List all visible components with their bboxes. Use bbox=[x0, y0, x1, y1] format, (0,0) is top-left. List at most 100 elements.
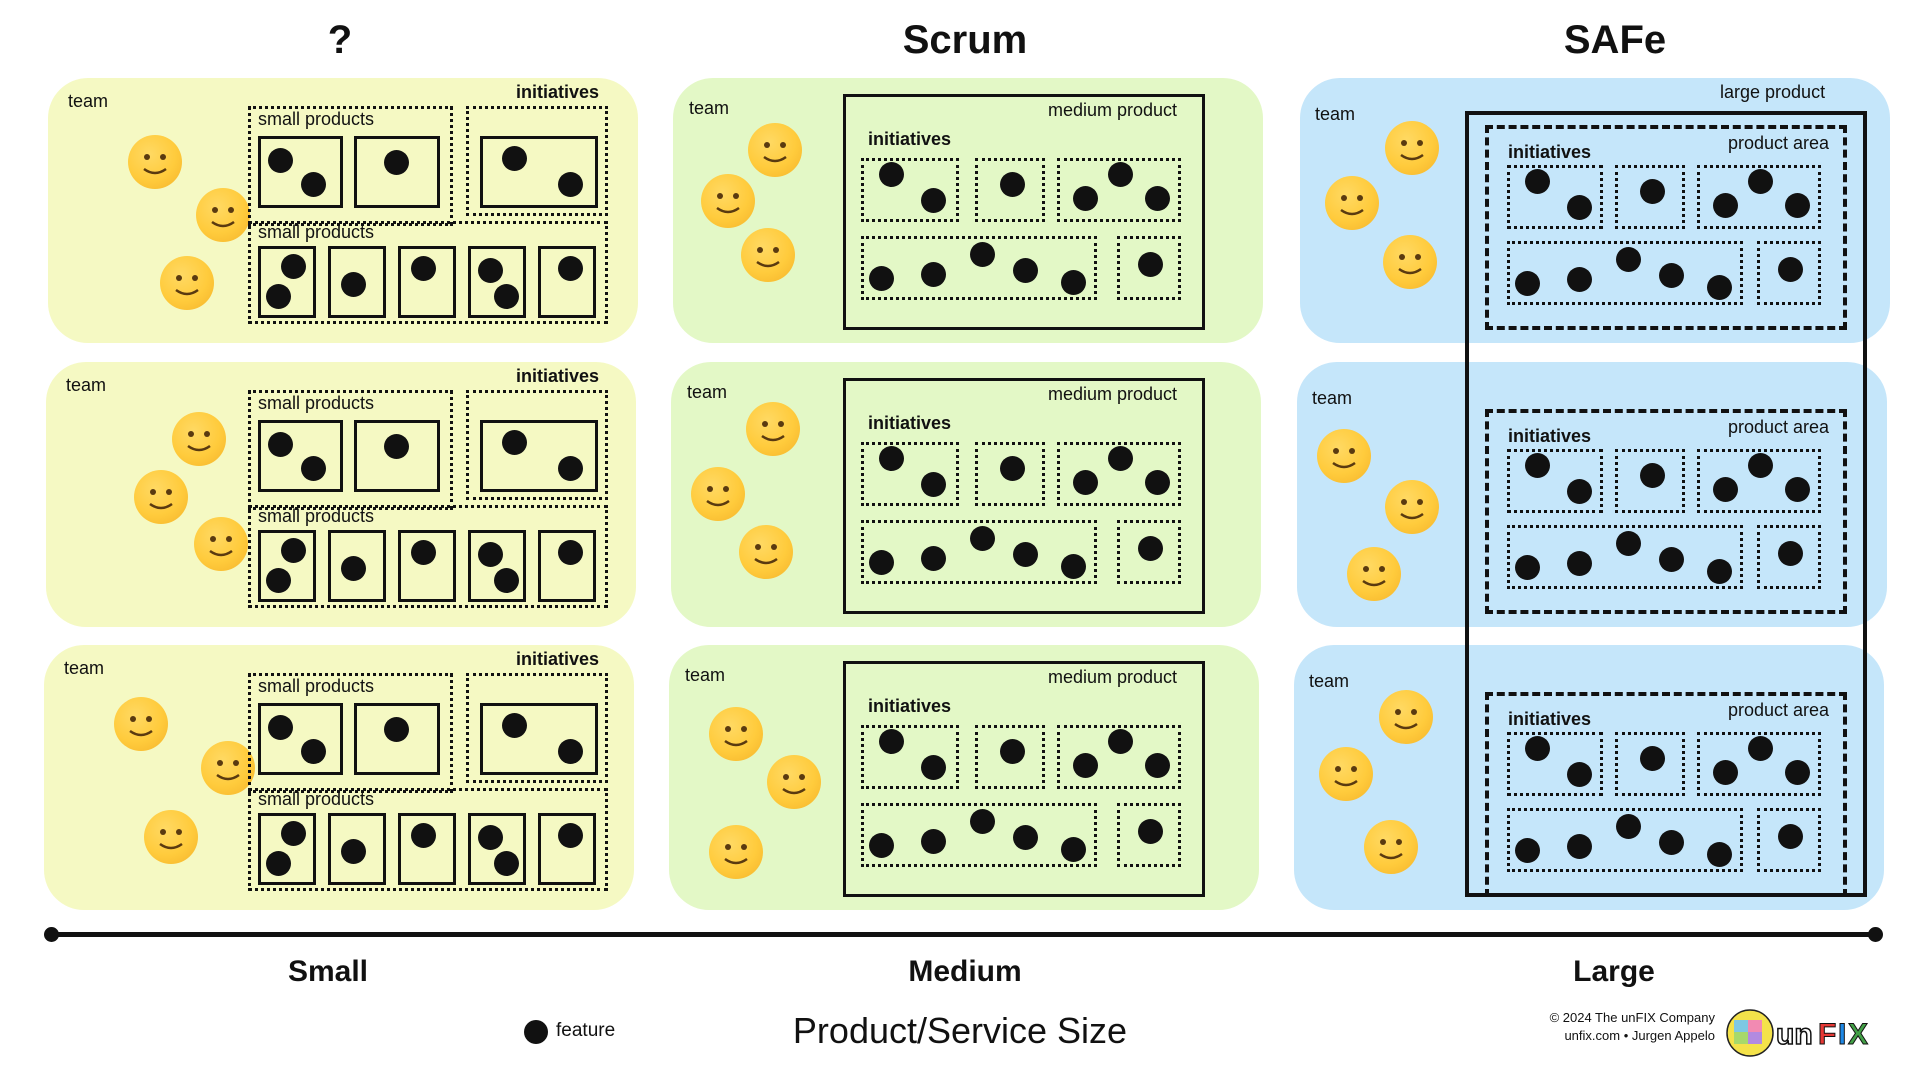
size-axis bbox=[50, 932, 1880, 937]
initiative-small-products bbox=[248, 788, 608, 891]
smiling-blush-face-icon bbox=[201, 741, 255, 795]
large-product-frame bbox=[1465, 111, 1867, 897]
product-area-frame bbox=[1485, 125, 1847, 330]
feature-dot bbox=[1525, 453, 1550, 478]
feature-dot bbox=[502, 430, 527, 455]
team-label: team bbox=[68, 91, 109, 111]
initiative-box bbox=[466, 390, 608, 500]
beaming-face-icon bbox=[114, 697, 168, 751]
initiative-box bbox=[1117, 520, 1181, 584]
team-panel-small bbox=[44, 645, 634, 910]
initiative-box bbox=[975, 158, 1045, 222]
initiative-box bbox=[1507, 449, 1603, 513]
feature-dot bbox=[1616, 531, 1641, 556]
unfix-link[interactable]: unfix.com bbox=[1564, 1028, 1621, 1043]
feature-dot bbox=[1778, 824, 1803, 849]
feature-dot bbox=[1145, 470, 1170, 495]
grinning-sweat-face-icon bbox=[196, 188, 250, 242]
copyright-text: © 2024 The unFIX Company bbox=[1549, 1010, 1715, 1025]
small-product bbox=[258, 813, 316, 885]
neutral-face-icon bbox=[691, 467, 745, 521]
small-product bbox=[328, 530, 386, 602]
feature-dot bbox=[1785, 477, 1810, 502]
initiative-box bbox=[1507, 165, 1603, 229]
axis-label-small: Small bbox=[287, 955, 369, 988]
team-label: team bbox=[66, 375, 107, 395]
smiling-blush-face-icon bbox=[1325, 176, 1379, 230]
feature-dot bbox=[1073, 753, 1098, 778]
initiative-box bbox=[1697, 165, 1821, 229]
feature-dot bbox=[1108, 446, 1133, 471]
medium-product-label: medium product bbox=[1048, 667, 1178, 687]
feature-dot bbox=[869, 550, 894, 575]
small-product bbox=[468, 813, 526, 885]
initiatives-label: initiatives bbox=[868, 129, 952, 149]
neutral-face-icon bbox=[128, 135, 182, 189]
initiative-box bbox=[1757, 525, 1821, 589]
initiative-box bbox=[1757, 808, 1821, 872]
axis-label-large: Large bbox=[1573, 955, 1655, 988]
feature-dot bbox=[1000, 456, 1025, 481]
medium-product-label: medium product bbox=[1048, 100, 1178, 120]
feature-dot bbox=[268, 148, 293, 173]
feature-dot bbox=[341, 272, 366, 297]
feature-dot bbox=[1000, 739, 1025, 764]
small-products-label: small products bbox=[258, 109, 375, 129]
feature-dot bbox=[301, 456, 326, 481]
grinning-face-icon bbox=[1347, 547, 1401, 601]
feature-dot bbox=[1138, 536, 1163, 561]
feature-dot bbox=[869, 266, 894, 291]
medium-product-frame bbox=[843, 378, 1205, 614]
grinning-face-icon bbox=[709, 707, 763, 761]
feature-dot bbox=[1145, 753, 1170, 778]
feature-dot bbox=[1659, 263, 1684, 288]
small-product bbox=[258, 136, 343, 208]
feature-dot bbox=[266, 284, 291, 309]
initiative-box bbox=[975, 725, 1045, 789]
axis-label-medium: Medium bbox=[908, 955, 1022, 988]
feature-dot bbox=[558, 256, 583, 281]
feature-dot bbox=[341, 839, 366, 864]
beaming-face-icon bbox=[709, 825, 763, 879]
small-product bbox=[258, 246, 316, 318]
feature-dot bbox=[558, 823, 583, 848]
feature-dot bbox=[1145, 186, 1170, 211]
rolling-eyes-face-icon bbox=[1385, 480, 1439, 534]
feature-dot bbox=[1000, 172, 1025, 197]
svg-text:F: F bbox=[1818, 1018, 1836, 1051]
small-product bbox=[468, 246, 526, 318]
raised-eyebrow-face-icon bbox=[748, 123, 802, 177]
team-label: team bbox=[1315, 104, 1356, 124]
initiatives-label: initiatives bbox=[1508, 142, 1592, 162]
feature-dot bbox=[1707, 559, 1732, 584]
feature-dot bbox=[921, 755, 946, 780]
initiative-small-products bbox=[248, 106, 453, 226]
initiative-small-products bbox=[248, 390, 453, 510]
small-product bbox=[258, 703, 343, 775]
initiative-box bbox=[1697, 732, 1821, 796]
feature-dot bbox=[411, 823, 436, 848]
feature-dot bbox=[1785, 760, 1810, 785]
feature-dot bbox=[1515, 271, 1540, 296]
initiatives-label: initiatives bbox=[868, 696, 952, 716]
feature-dot bbox=[1659, 830, 1684, 855]
medium-product-label: medium product bbox=[1048, 384, 1178, 404]
feature-dot bbox=[502, 146, 527, 171]
medium-product-frame bbox=[843, 661, 1205, 897]
small-product bbox=[480, 703, 598, 775]
feature-dot bbox=[1659, 547, 1684, 572]
sunglasses-face-icon bbox=[1364, 820, 1418, 874]
small-product bbox=[538, 813, 596, 885]
feature-dot bbox=[1748, 736, 1773, 761]
initiative-small-products bbox=[248, 221, 608, 324]
column-title-scrum: Scrum bbox=[902, 18, 1028, 62]
neutral-face-icon bbox=[1317, 429, 1371, 483]
grinning-face-icon bbox=[194, 517, 248, 571]
feature-dot bbox=[1707, 842, 1732, 867]
feature-dot bbox=[1778, 257, 1803, 282]
initiative-box bbox=[1697, 449, 1821, 513]
team-label: team bbox=[685, 665, 726, 685]
feature-dot bbox=[1616, 247, 1641, 272]
feature-dot bbox=[1748, 453, 1773, 478]
small-products-label: small products bbox=[258, 222, 375, 242]
